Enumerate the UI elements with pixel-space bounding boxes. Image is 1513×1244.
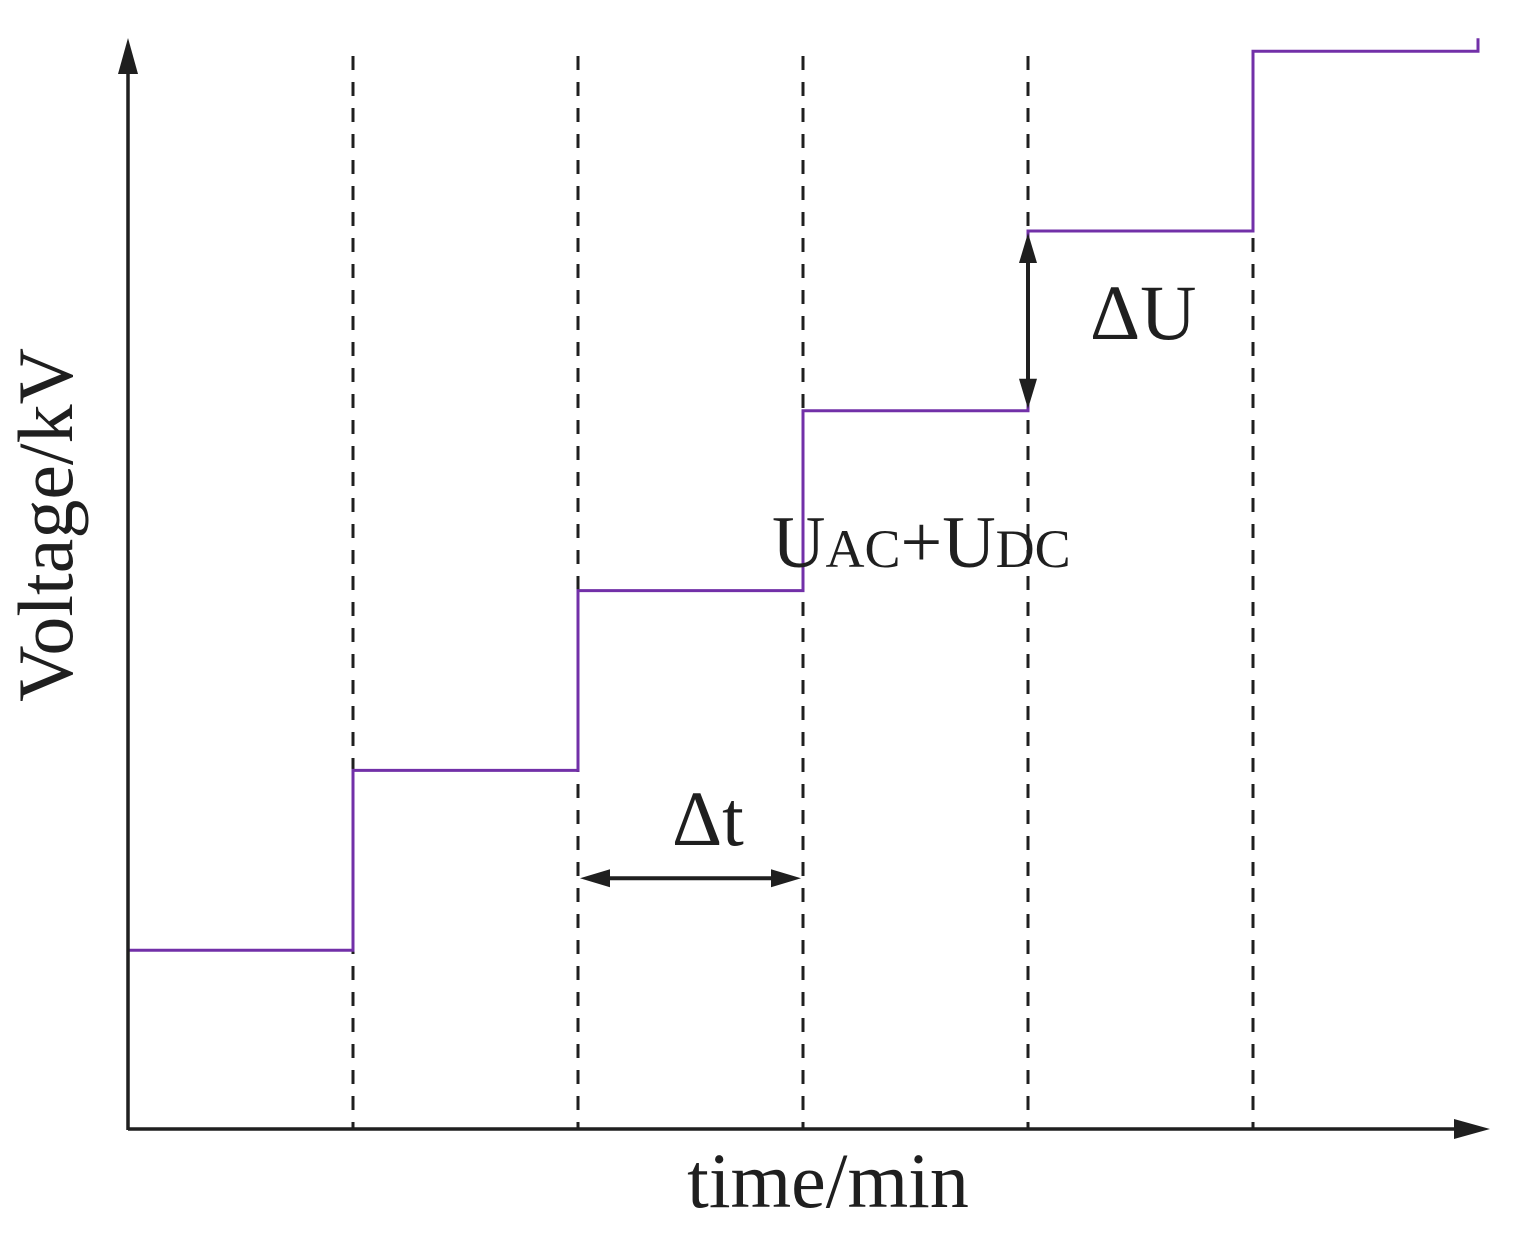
voltage-step-path [128, 38, 1480, 952]
x-axis-label: time/min [687, 1137, 969, 1224]
step-waveform-line [128, 38, 1480, 952]
sum-voltage-u1: U [772, 502, 825, 584]
delta-u-arrowhead-up-icon [1019, 233, 1037, 263]
sum-voltage-label: UAC+UDC [772, 502, 1071, 584]
delta-t-label: Δt [672, 775, 744, 862]
y-axis-arrowhead-icon [118, 38, 138, 74]
sum-voltage-sub-ac: AC [825, 519, 900, 579]
delta-t-arrowhead-right-icon [771, 869, 801, 888]
delta-u-label: ΔU [1090, 269, 1197, 356]
delta-t-arrowhead-left-icon [580, 869, 610, 888]
delta-u-arrowhead-down-icon [1019, 378, 1037, 409]
sum-voltage-sub-dc: DC [996, 519, 1071, 579]
sum-voltage-plus-u2: +U [900, 502, 995, 584]
x-axis-arrowhead-icon [1454, 1119, 1490, 1139]
y-axis-label: Voltage/kV [2, 348, 89, 702]
annotation-arrows [580, 233, 1037, 888]
